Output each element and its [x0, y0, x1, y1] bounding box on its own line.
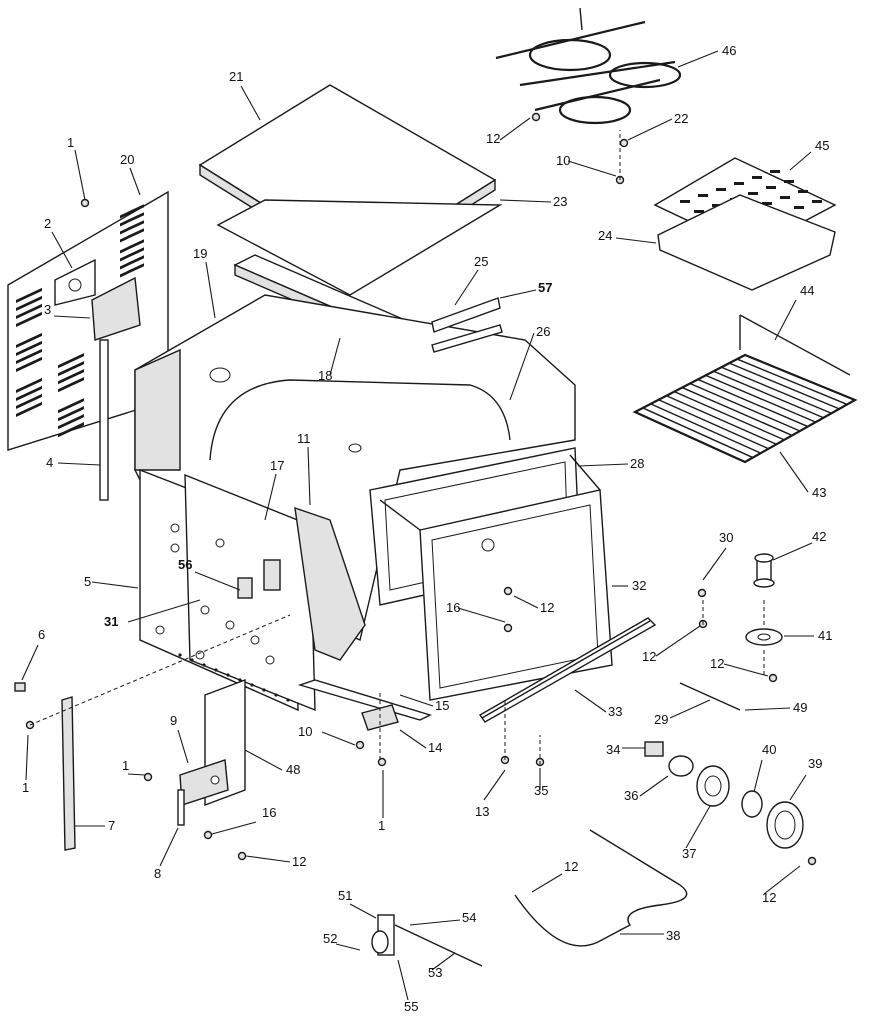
callout-2: 2 [44, 216, 51, 231]
callout-6: 6 [38, 627, 45, 642]
washer-41 [745, 628, 783, 646]
hinge-9 [179, 759, 229, 806]
callout-41: 41 [818, 628, 832, 643]
bulb-36 [668, 755, 694, 777]
rack-46 [495, 7, 682, 125]
hinge-8 [177, 789, 185, 826]
callout-12-hinge: 12 [292, 854, 306, 869]
wire-38 [514, 829, 688, 947]
callout-14: 14 [428, 740, 442, 755]
callout-4: 4 [46, 455, 53, 470]
callout-42: 42 [812, 529, 826, 544]
callout-19: 19 [193, 246, 207, 261]
block-3 [91, 276, 141, 341]
callout-12-liner: 12 [540, 600, 554, 615]
callout-34: 34 [606, 742, 620, 757]
callout-38: 38 [666, 928, 680, 943]
callout-36: 36 [624, 788, 638, 803]
callout-22: 22 [674, 111, 688, 126]
callout-55: 55 [404, 999, 418, 1014]
callout-16-liner: 16 [446, 600, 460, 615]
callout-28: 28 [630, 456, 644, 471]
callout-12-right: 12 [642, 649, 656, 664]
bracket-2 [54, 258, 96, 306]
oven-rack-43 [632, 314, 858, 464]
callout-8: 8 [154, 866, 161, 881]
callout-29: 29 [654, 712, 668, 727]
callout-57: 57 [538, 280, 552, 295]
callout-44: 44 [800, 283, 814, 298]
callout-7: 7 [108, 818, 115, 833]
callout-30: 30 [719, 530, 733, 545]
callout-52: 52 [323, 931, 337, 946]
switch-51-55 [371, 914, 483, 967]
callout-10-bottom: 10 [298, 724, 312, 739]
socket-34 [644, 741, 664, 757]
callout-18: 18 [318, 368, 332, 383]
callout-1-hinge: 1 [122, 758, 129, 773]
callout-24: 24 [598, 228, 612, 243]
rail-33 [478, 617, 657, 723]
callout-labels: 1 20 2 3 4 5 6 1 7 1 9 48 8 16 12 21 19 … [22, 43, 832, 1014]
callout-53: 53 [428, 965, 442, 980]
insulation-23 [216, 199, 503, 296]
callout-54: 54 [462, 910, 476, 925]
callout-12-ring: 12 [762, 890, 776, 905]
lamp-socket-42 [753, 553, 775, 588]
clip-6 [14, 682, 26, 692]
callout-23: 23 [553, 194, 567, 209]
callout-5: 5 [84, 574, 91, 589]
callout-56: 56 [178, 557, 192, 572]
callout-11: 11 [297, 431, 311, 446]
callout-25: 25 [474, 254, 488, 269]
lens-40 [741, 790, 763, 818]
callout-49: 49 [793, 700, 807, 715]
callout-12-wire: 12 [564, 859, 578, 874]
callout-43: 43 [812, 485, 826, 500]
callout-46: 46 [722, 43, 736, 58]
insulation-11 [294, 506, 366, 661]
callout-21: 21 [229, 69, 243, 84]
callout-13: 13 [475, 804, 489, 819]
callout-48: 48 [286, 762, 300, 777]
callout-9: 9 [170, 713, 177, 728]
callout-45: 45 [815, 138, 829, 153]
cover-56 [237, 559, 281, 599]
callout-51: 51 [338, 888, 352, 903]
callout-1-bottom: 1 [378, 818, 385, 833]
gasket-37 [696, 765, 730, 807]
callout-31: 31 [104, 614, 118, 629]
callout-20: 20 [120, 152, 134, 167]
ring-39 [766, 801, 804, 849]
callout-17: 17 [270, 458, 284, 473]
callout-15: 15 [435, 698, 449, 713]
callout-35: 35 [534, 783, 548, 798]
trim-25-57 [431, 297, 503, 353]
callout-3: 3 [44, 302, 51, 317]
strip-4 [99, 339, 109, 501]
callout-16-hinge: 16 [262, 805, 276, 820]
callout-40: 40 [762, 742, 776, 757]
callout-1-top-left: 1 [67, 135, 74, 150]
callout-32: 32 [632, 578, 646, 593]
callout-10-top: 10 [556, 153, 570, 168]
callout-12-top: 12 [486, 131, 500, 146]
callout-33: 33 [608, 704, 622, 719]
broiler-pan-24 [657, 194, 836, 291]
door-stop-7 [61, 696, 76, 851]
callout-39: 39 [808, 756, 822, 771]
callout-12-socket: 12 [710, 656, 724, 671]
callout-26: 26 [536, 324, 550, 339]
callout-37: 37 [682, 846, 696, 861]
spring-29 [679, 682, 741, 711]
callout-1-left: 1 [22, 780, 29, 795]
